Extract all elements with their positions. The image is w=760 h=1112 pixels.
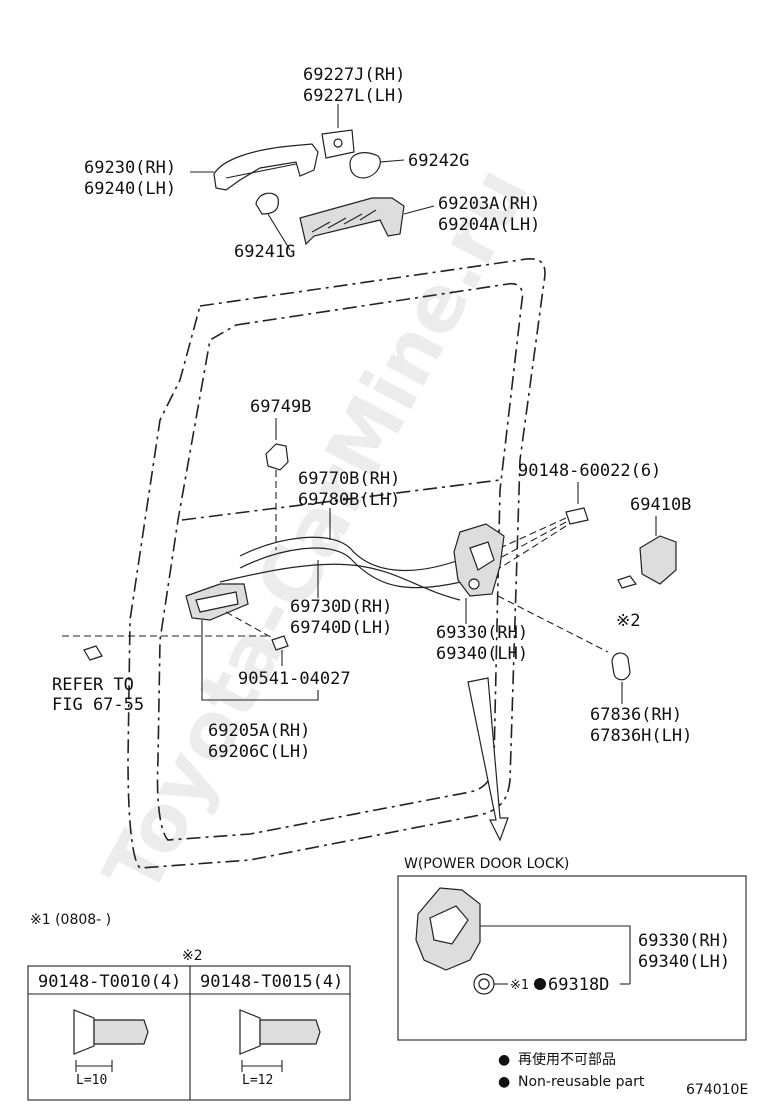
screw-1-head — [73, 1009, 95, 1055]
screw-2-thread — [259, 1019, 321, 1045]
legend: ● 再使用不可部品 ● Non-reusable part — [498, 1051, 645, 1090]
legend-japanese: 再使用不可部品 — [518, 1051, 616, 1068]
cover-guide — [497, 595, 609, 653]
legend-bullet-1: ● — [498, 1052, 510, 1068]
leader-69241 — [267, 213, 291, 251]
label-69330-rh: 69330(RH) — [436, 623, 528, 643]
label-69203-rh: 69203A(RH) — [438, 194, 540, 214]
screw-1-thread — [93, 1019, 149, 1045]
lock-components: 69749B 69770B(RH) 69780B(LH) 90148-60022… — [52, 397, 692, 842]
footnote-1: ※1 (0808- ) — [30, 912, 111, 928]
label-69730-lh: 69740D(LH) — [290, 618, 392, 638]
door-inner-edge — [156, 282, 524, 841]
lock-cover — [611, 652, 631, 681]
screw-table: 90148-T0010(4) 90148-T0015(4) L=10 L=12 — [27, 965, 351, 1101]
non-reusable-dot — [534, 978, 546, 990]
label-69770-rh: 69770B(RH) — [298, 469, 400, 489]
inset-grommet-hole — [478, 978, 490, 990]
label-69230-rh: 69230(RH) — [84, 158, 176, 178]
legend-english: Non-reusable part — [518, 1074, 645, 1090]
frame-lattice — [311, 209, 377, 233]
label-69410: 69410B — [630, 495, 691, 515]
screw-guide — [499, 517, 567, 569]
leader-69203 — [403, 205, 435, 215]
legend-bullet-2: ● — [498, 1074, 510, 1090]
rod-clip — [265, 443, 289, 471]
power-door-lock-inset: W(POWER DOOR LOCK) 69330(RH) 69340(LH) ※… — [397, 856, 747, 1041]
label-69227-lh: 69227L(LH) — [303, 86, 405, 106]
table-header-1: 90148-T0010(4) — [38, 972, 181, 992]
label-90148-60022: 90148-60022(6) — [518, 461, 661, 481]
rod-cable-upper — [239, 536, 471, 572]
handle-screw-guide — [225, 611, 277, 641]
cap-hole — [333, 138, 343, 148]
label-mark-2: ※2 — [616, 611, 640, 631]
outside-handle-group: 69227J(RH) 69227L(LH) 69230(RH) 69240(LH… — [84, 65, 540, 262]
handle-pad-69242 — [349, 152, 381, 179]
label-69242: 69242G — [408, 151, 469, 171]
bracket-69205 — [201, 620, 319, 701]
inside-handle-lever — [195, 591, 239, 613]
label-69205-rh: 69205A(RH) — [208, 721, 310, 741]
screw-1-dim — [75, 1060, 113, 1072]
screw-1-length: L=10 — [76, 1073, 107, 1088]
leader-69242 — [379, 159, 405, 163]
screw-2-dim — [241, 1060, 283, 1072]
inset-sub-part: 69318D — [548, 975, 609, 995]
trim-clip — [83, 645, 103, 661]
label-69230-lh: 69240(LH) — [84, 179, 176, 199]
label-69203-lh: 69204A(LH) — [438, 215, 540, 235]
door-striker — [639, 535, 677, 585]
label-refer-2: FIG 67-55 — [52, 695, 144, 715]
striker-screw — [617, 575, 638, 589]
inset-lock-gear — [429, 905, 469, 945]
inset-title: W(POWER DOOR LOCK) — [404, 856, 569, 872]
label-67836-lh: 67836H(LH) — [590, 726, 692, 746]
label-67836-rh: 67836(RH) — [590, 705, 682, 725]
table-mark: ※2 — [182, 948, 203, 964]
inset-arrow — [467, 677, 509, 842]
label-90541: 90541-04027 — [238, 669, 351, 689]
label-refer-1: REFER TO — [52, 675, 134, 695]
label-69330-lh: 69340(LH) — [436, 644, 528, 664]
handle-detail — [225, 163, 297, 179]
handle-screw — [271, 635, 289, 651]
lock-gear — [469, 541, 495, 571]
diagram-id: 674010E — [686, 1082, 748, 1098]
handle-pad-69241 — [255, 192, 279, 215]
label-69730-rh: 69730D(RH) — [290, 597, 392, 617]
label-69241: 69241G — [234, 242, 295, 262]
screw-2-head — [239, 1009, 261, 1055]
door-outline — [127, 258, 546, 869]
inset-label-lh: 69340(LH) — [638, 952, 730, 972]
label-69749: 69749B — [250, 397, 311, 417]
label-69227-rh: 69227J(RH) — [303, 65, 405, 85]
lock-screw — [565, 507, 589, 525]
handle-frame — [299, 197, 405, 246]
label-69205-lh: 69206C(LH) — [208, 742, 310, 762]
screw-2-length: L=12 — [242, 1073, 273, 1088]
door-handle — [213, 143, 319, 191]
inset-label-rh: 69330(RH) — [638, 931, 730, 951]
table-header-2: 90148-T0015(4) — [200, 972, 343, 992]
inset-bracket — [480, 925, 631, 984]
rod-cable-mid — [219, 563, 461, 601]
lock-pivot — [468, 578, 480, 590]
label-69770-lh: 69780B(LH) — [298, 490, 400, 510]
inset-sub-mark: ※1 — [510, 978, 529, 993]
table-frame — [27, 965, 351, 1101]
inset-frame — [397, 875, 747, 1041]
